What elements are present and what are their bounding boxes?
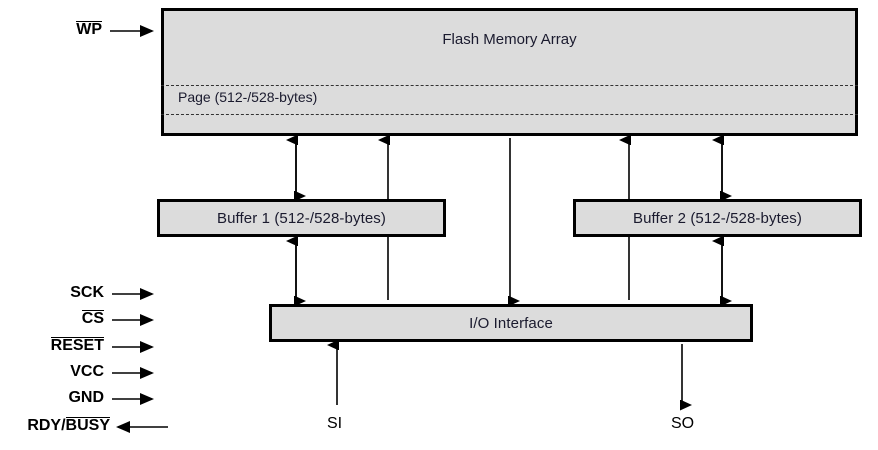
- buffer-1-block: Buffer 1 (512-/528-bytes): [157, 199, 446, 237]
- pin-label-vcc: VCC: [70, 363, 104, 380]
- pin-label-gnd: GND: [68, 389, 104, 406]
- pin-label-reset: RESET: [50, 337, 104, 354]
- buffer-1-label: Buffer 1 (512-/528-bytes): [217, 209, 386, 227]
- page-band: [161, 85, 858, 115]
- buffer-2-label: Buffer 2 (512-/528-bytes): [633, 209, 802, 227]
- io-interface-label: I/O Interface: [469, 314, 553, 332]
- pin-label-so: SO: [671, 415, 695, 432]
- pin-label-rdy-busy: RDY/BUSY: [27, 417, 110, 434]
- flash-memory-array-block: Flash Memory Array Page (512-/528-bytes): [161, 8, 858, 136]
- pin-label-wp: WP: [76, 21, 102, 38]
- pin-label-si: SI: [327, 415, 343, 432]
- pin-label-sck: SCK: [70, 284, 104, 301]
- io-interface-block: I/O Interface: [269, 304, 753, 342]
- buffer-2-block: Buffer 2 (512-/528-bytes): [573, 199, 862, 237]
- flash-memory-array-label: Flash Memory Array: [442, 31, 577, 48]
- page-label: Page (512-/528-bytes): [178, 89, 318, 105]
- pin-label-cs: CS: [81, 310, 104, 327]
